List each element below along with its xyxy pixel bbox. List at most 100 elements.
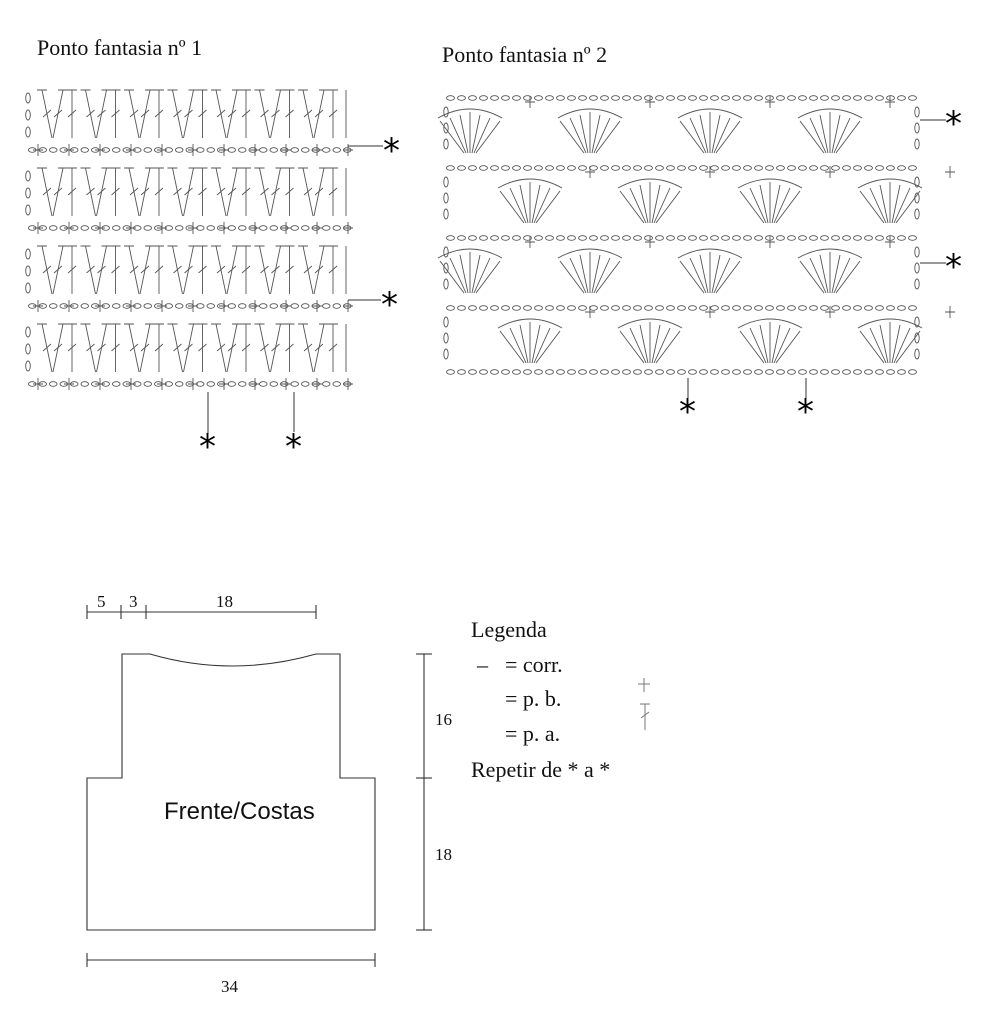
fan-stitch-line (595, 120, 621, 154)
turning-chain (25, 92, 31, 104)
single-crochet-icon (638, 678, 650, 692)
double-crochet-symbol (124, 245, 140, 295)
chain-stitch-symbol (322, 147, 331, 153)
legend-sc-text: = p. b. (505, 686, 561, 711)
chain-stitch-symbol (49, 381, 58, 387)
fan-stitch-line (699, 254, 709, 294)
turning-chain (25, 248, 31, 260)
chain-stitch-symbol (798, 165, 807, 171)
chain-stitch-symbol (864, 95, 873, 101)
chain-stitch-symbol (864, 235, 873, 241)
double-crochet-bar (198, 265, 207, 274)
chain-stitch-symbol (457, 95, 466, 101)
chain-stitch-symbol (908, 95, 917, 101)
chain-stitch-symbol (490, 235, 499, 241)
chain-stitch-symbol (776, 165, 785, 171)
fan-stitch-line (651, 184, 661, 224)
chain-stitch-symbol (787, 235, 796, 241)
dim-lower-height: 18 (435, 845, 452, 864)
double-crochet-bar (173, 265, 182, 274)
chain-stitch-symbol (721, 95, 730, 101)
chain-stitch-symbol (512, 95, 521, 101)
repeat-asterisk: * (945, 247, 962, 287)
fan-stitch-line (475, 260, 501, 294)
chain-stitch-symbol (655, 95, 664, 101)
chain-stitch-symbol (622, 305, 631, 311)
legend-repeat-text: Repetir de * a * (471, 757, 610, 782)
chain-stitch-symbol (820, 235, 829, 241)
chain-stitch-symbol (864, 165, 873, 171)
fan-stitch-line (819, 254, 829, 294)
double-crochet-symbol (52, 323, 68, 373)
chain-stitch-symbol (501, 235, 510, 241)
piece-label: Frente/Costas (164, 798, 315, 825)
chain-stitch-symbol (578, 305, 587, 311)
double-crochet-bar (140, 265, 150, 274)
fan-arc (617, 318, 683, 329)
chain-stitch-symbol (301, 225, 310, 231)
single-crochet-symbol (585, 166, 595, 178)
single-crochet-symbol (765, 96, 775, 108)
chain-stitch-symbol (534, 305, 543, 311)
stitch-chart-1 (25, 89, 353, 390)
chain-stitch-symbol (710, 305, 719, 311)
chain-stitch-symbol (600, 369, 609, 375)
chain-stitch-symbol (721, 305, 730, 311)
chain-stitch-symbol (732, 305, 741, 311)
fan-stitch-line (773, 187, 791, 224)
double-crochet-symbol (313, 245, 329, 295)
chain-stitch-symbol (112, 225, 121, 231)
chain-stitch-symbol (677, 305, 686, 311)
double-crochet-bar (97, 343, 106, 352)
chain-stitch-symbol (853, 235, 862, 241)
chain-stitch-symbol (227, 225, 236, 231)
double-crochet-bar (97, 109, 106, 118)
single-crochet-symbol (312, 222, 322, 234)
fan-stitch-line (715, 120, 741, 154)
fan-stitch-line (679, 120, 705, 154)
chain-stitch-symbol (567, 235, 576, 241)
single-crochet-symbol (945, 306, 955, 318)
double-crochet-bar (271, 187, 280, 196)
chain-stitch-symbol (578, 95, 587, 101)
fan-stitch-line (775, 190, 801, 224)
double-crochet-symbol (52, 245, 68, 295)
chain-stitch-symbol (622, 95, 631, 101)
double-crochet-bar (154, 109, 164, 118)
double-crochet-bar (260, 109, 269, 118)
chain-stitch-symbol (545, 235, 554, 241)
chain-stitch-symbol (175, 147, 184, 153)
double-crochet-symbol (167, 245, 183, 295)
single-crochet-symbol (64, 222, 74, 234)
fan-stitch-line (595, 260, 621, 294)
double-crochet-symbol (270, 89, 286, 139)
double-crochet-bar (227, 265, 237, 274)
single-crochet-symbol (188, 144, 198, 156)
double-crochet-bar (97, 187, 106, 196)
chain-stitch-symbol (238, 225, 247, 231)
fan-stitch-line (519, 184, 529, 224)
fan-stitch-line (593, 257, 611, 294)
chain-stitch-symbol (776, 95, 785, 101)
fan-arc (737, 178, 803, 189)
chain-stitch-symbol (776, 369, 785, 375)
single-crochet-symbol (885, 236, 895, 248)
chain-stitch-symbol (875, 165, 884, 171)
chain-stitch-symbol (754, 305, 763, 311)
single-crochet-symbol (157, 378, 167, 390)
double-crochet-bar (42, 265, 52, 274)
legend: Legenda – = corr. = p. b. = p. a. Repeti… (471, 617, 650, 782)
double-crochet-bar (111, 109, 120, 118)
chain-stitch-symbol (699, 95, 708, 101)
fan-stitch-line (869, 187, 887, 224)
single-crochet-symbol (281, 222, 291, 234)
chain-stitch-symbol (611, 95, 620, 101)
fan-stitch-line (509, 187, 527, 224)
chain-stitch-symbol (886, 369, 895, 375)
fan-stitch-line (629, 327, 647, 364)
double-crochet-bar (303, 109, 313, 118)
double-crochet-bar (285, 109, 294, 118)
double-crochet-symbol (298, 167, 314, 217)
fan-stitch-line (459, 254, 469, 294)
